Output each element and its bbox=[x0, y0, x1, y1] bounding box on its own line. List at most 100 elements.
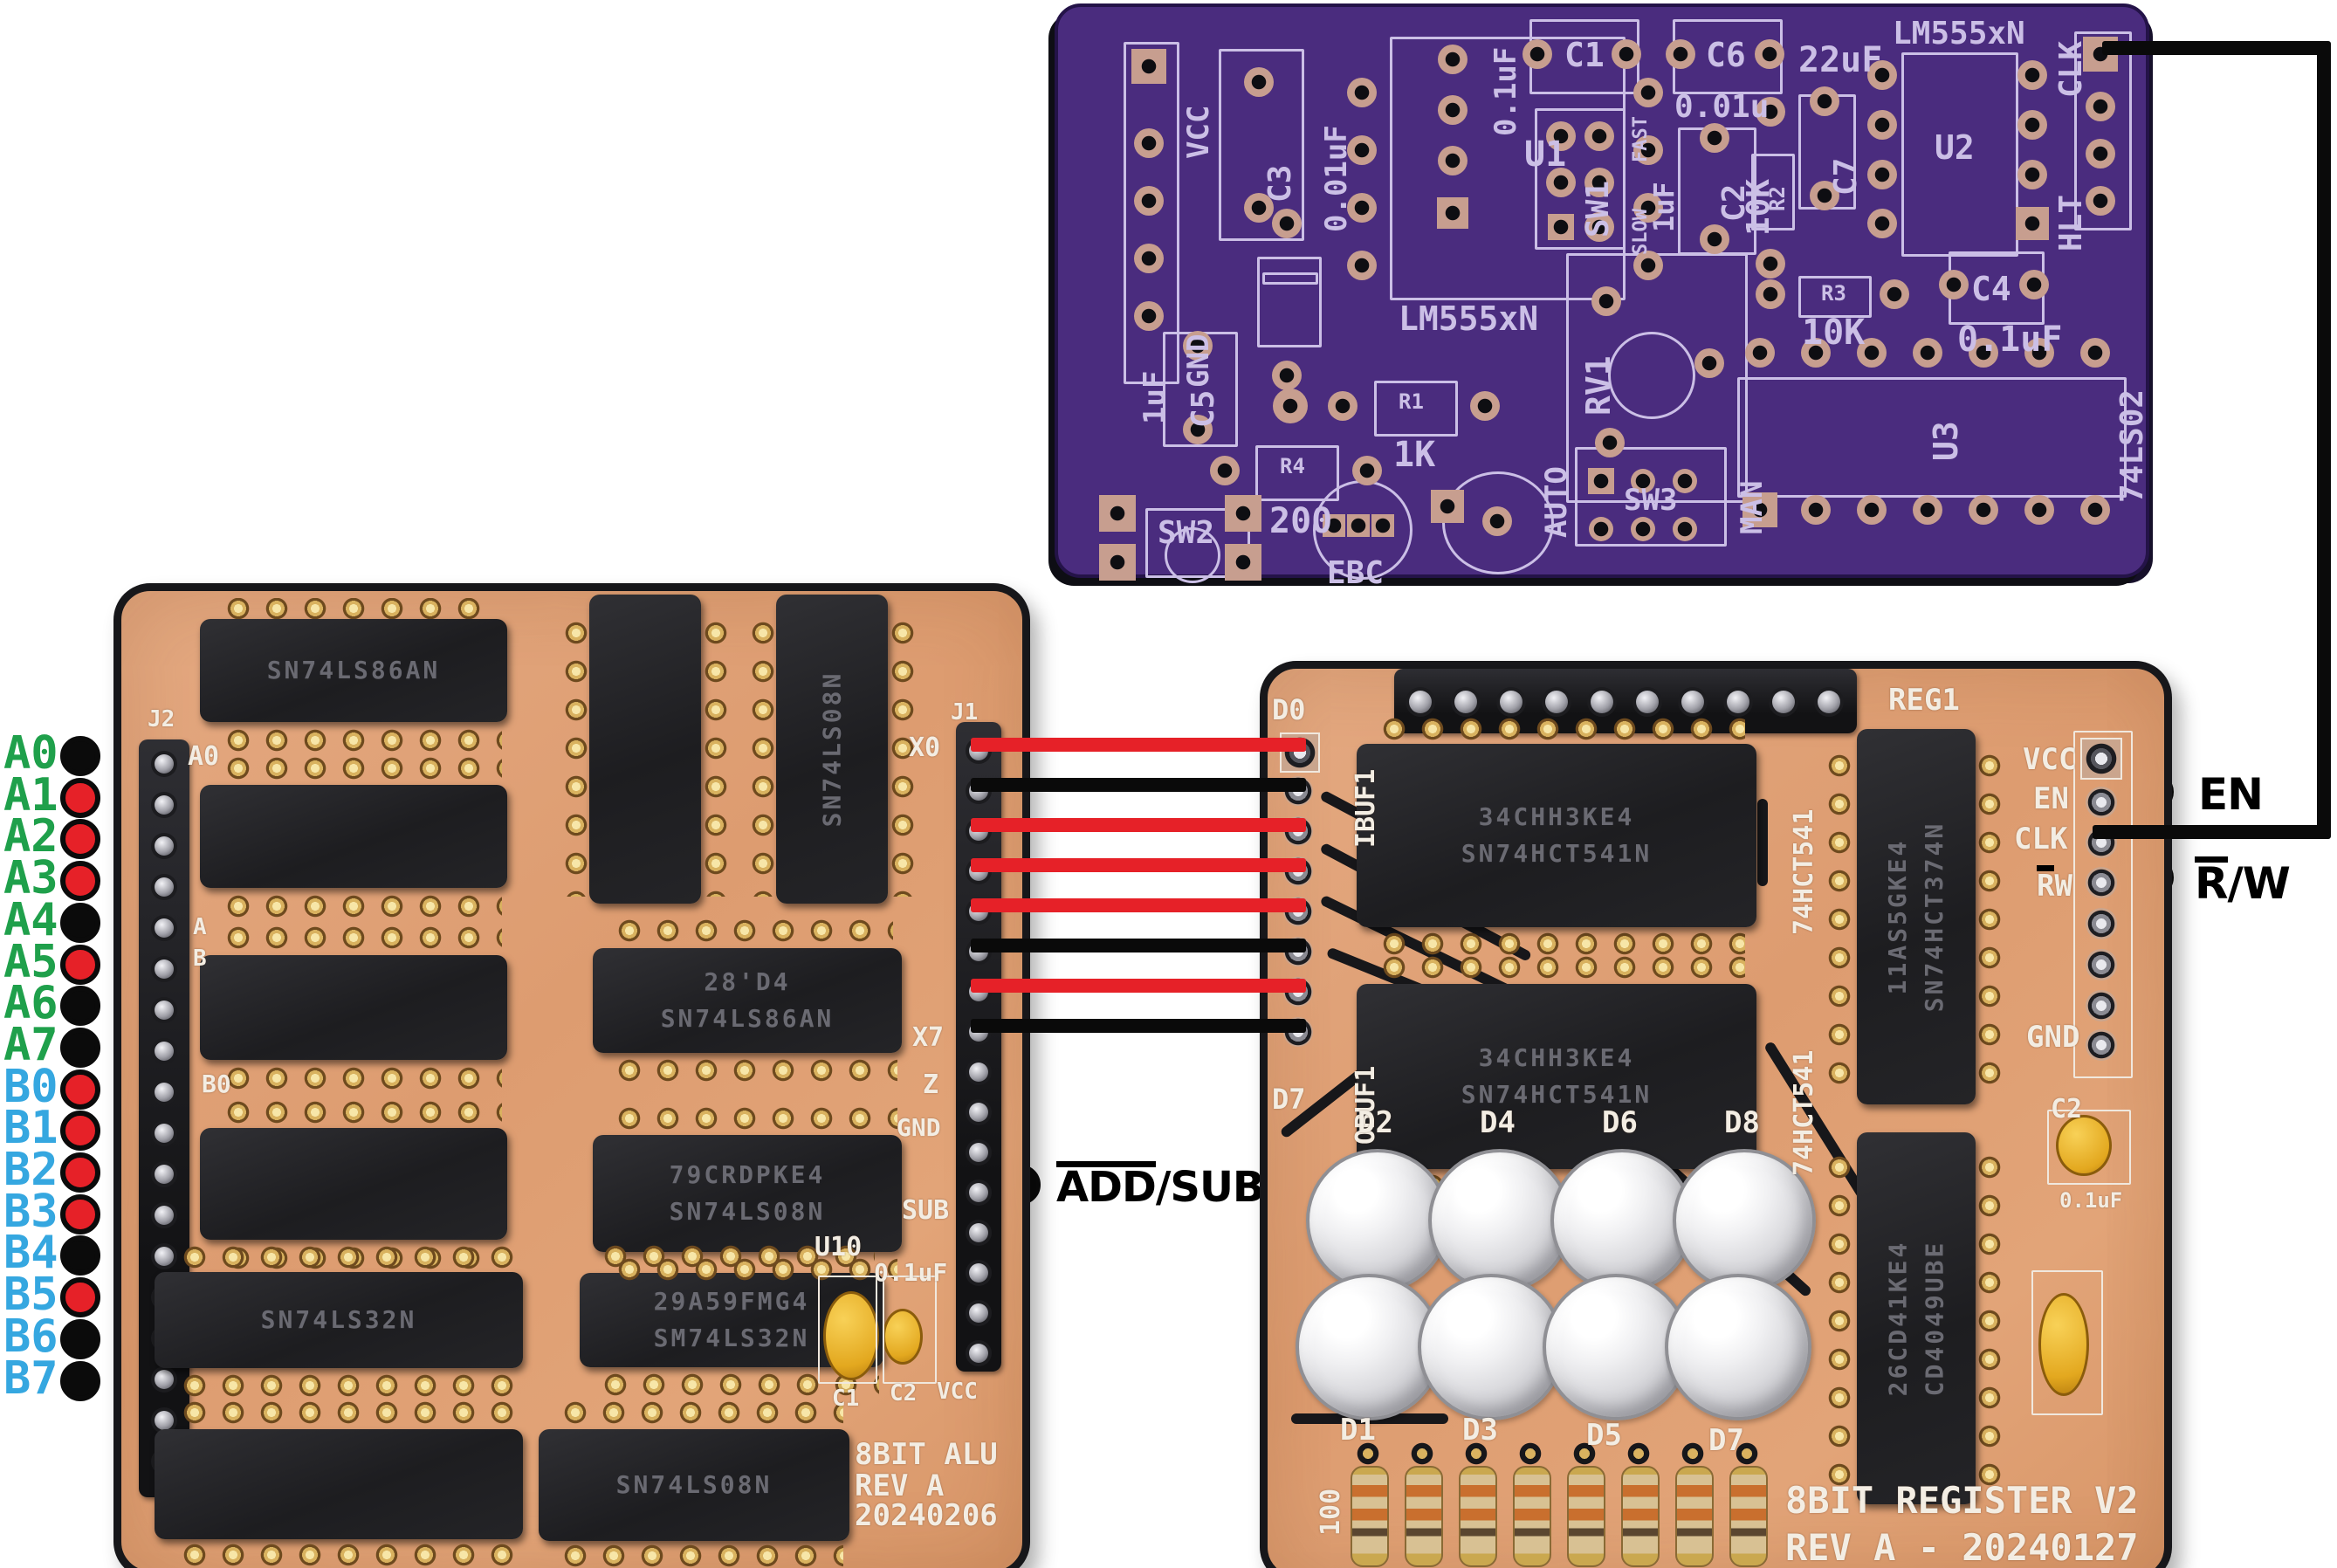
header-pin bbox=[1545, 691, 1568, 713]
header-pin bbox=[1454, 691, 1477, 713]
solder-pad bbox=[1742, 492, 1777, 527]
silkscreen-label: D3 bbox=[1462, 1413, 1498, 1448]
solder-pad bbox=[2024, 338, 2054, 368]
ic-chip bbox=[200, 1128, 507, 1240]
bus-wire-x5 bbox=[971, 939, 1306, 952]
gold-pad-row bbox=[1370, 956, 1745, 979]
solder-pad bbox=[1352, 456, 1382, 485]
gold-pad-row bbox=[1370, 718, 1745, 740]
input-state-dot-a7 bbox=[60, 1027, 100, 1068]
input-state-dot-a6 bbox=[60, 986, 100, 1027]
silk-rw: RW bbox=[2037, 865, 2072, 903]
solder-pad bbox=[2016, 207, 2049, 240]
silkscreen-label: A bbox=[193, 914, 207, 940]
silkscreen-label: C3 bbox=[1262, 164, 1298, 203]
solder-pad bbox=[2024, 495, 2054, 525]
pcb-trace bbox=[1757, 799, 1768, 886]
bus-wire-x6 bbox=[971, 979, 1306, 993]
solder-pad bbox=[2086, 908, 2117, 939]
ic-sn74ls08n-1: 79CRDPKE4 SN74LS08N bbox=[593, 1135, 902, 1252]
solder-pad bbox=[2086, 787, 2117, 818]
solder-pad bbox=[1517, 1441, 1543, 1467]
solder-pad bbox=[1273, 389, 1308, 423]
silkscreen-label: 1K bbox=[1393, 435, 1436, 475]
solder-pad bbox=[1134, 301, 1164, 331]
silkscreen-label: U2 bbox=[1935, 128, 1975, 167]
input-state-dot-b6 bbox=[60, 1318, 100, 1359]
ic-chip bbox=[200, 785, 507, 888]
solder-pad bbox=[1969, 495, 1998, 525]
capacitor bbox=[823, 1291, 879, 1380]
silkscreen-label: D6 bbox=[1602, 1105, 1638, 1140]
silkscreen-label: C5 bbox=[1186, 389, 1221, 428]
solder-pad bbox=[1323, 514, 1345, 537]
footprint-outline bbox=[2074, 31, 2132, 230]
header-pin bbox=[969, 1303, 988, 1323]
solder-pad bbox=[1225, 495, 1261, 532]
input-label-b6: B6 bbox=[3, 1310, 58, 1363]
silkscreen-label: SW2 bbox=[1158, 515, 1215, 551]
silkscreen-label: 0.01u bbox=[1674, 89, 1770, 125]
solder-pad bbox=[1328, 391, 1358, 421]
solder-pad bbox=[1272, 361, 1302, 390]
solder-pad bbox=[1355, 1441, 1381, 1467]
silkscreen-label: CLK bbox=[2014, 822, 2068, 856]
input-label-a6: A6 bbox=[3, 977, 58, 1030]
silkscreen-label: C2 bbox=[890, 1380, 918, 1406]
solder-pad bbox=[1591, 286, 1621, 316]
capacitor bbox=[2038, 1293, 2089, 1396]
solder-pad bbox=[1633, 193, 1663, 223]
solder-pad bbox=[1584, 168, 1614, 197]
solder-pad bbox=[1437, 197, 1468, 229]
silkscreen-label: U3 bbox=[1927, 421, 1965, 461]
bus-wire-x2 bbox=[971, 818, 1306, 832]
silkscreen-label: A0 bbox=[188, 741, 220, 772]
silkscreen-label: VCC bbox=[2023, 742, 2077, 777]
silkscreen-label: 100 bbox=[1316, 1488, 1346, 1536]
solder-pad bbox=[1801, 338, 1831, 368]
capacitor bbox=[883, 1309, 923, 1365]
solder-pad bbox=[1244, 193, 1274, 223]
solder-pad bbox=[1595, 428, 1625, 457]
silkscreen-label: 200 bbox=[1269, 501, 1333, 541]
solder-pad bbox=[2019, 270, 2049, 299]
solder-pad bbox=[1099, 495, 1136, 532]
silkscreen-label: CLK bbox=[2053, 40, 2089, 98]
solder-pad bbox=[1626, 1441, 1652, 1467]
footprint-outline bbox=[1374, 381, 1458, 437]
silkscreen-label: 1uF bbox=[1647, 182, 1681, 232]
input-label-b5: B5 bbox=[3, 1269, 58, 1322]
solder-pad bbox=[2017, 160, 2047, 189]
input-state-dot-b0 bbox=[60, 1069, 100, 1110]
gold-pad-row bbox=[170, 1401, 523, 1424]
bus-wire-x7 bbox=[971, 1019, 1306, 1033]
header-pin bbox=[1591, 691, 1613, 713]
solder-pad bbox=[2086, 92, 2115, 121]
ic-sn74ls86an-2: 28'D4 SN74LS86AN bbox=[593, 948, 902, 1053]
solder-pad bbox=[1347, 251, 1377, 280]
solder-pad bbox=[1867, 209, 1897, 238]
en-label: EN bbox=[2198, 769, 2264, 820]
silkscreen-label: FAST bbox=[1630, 116, 1652, 162]
silkscreen-label: 74HCT541 bbox=[1789, 808, 1819, 936]
solder-pad bbox=[1183, 331, 1213, 361]
resistor-100ohm bbox=[1567, 1466, 1605, 1567]
input-state-dot-b5 bbox=[60, 1277, 100, 1318]
input-state-dot-b7 bbox=[60, 1360, 100, 1401]
gold-pad-row bbox=[214, 1101, 502, 1124]
silkscreen-label: GND bbox=[2026, 1020, 2080, 1055]
resistor-100ohm bbox=[1675, 1466, 1714, 1567]
resistor-100ohm bbox=[1405, 1466, 1443, 1567]
solder-pad bbox=[1584, 212, 1614, 242]
header-pin bbox=[155, 754, 174, 774]
ic-sn74hct541n-1: 34CHH3KE4 SN74HCT541N bbox=[1357, 744, 1756, 927]
solder-pad bbox=[1548, 214, 1574, 240]
input-label-b0: B0 bbox=[3, 1060, 58, 1113]
solder-pad bbox=[1755, 39, 1784, 69]
input-label-a5: A5 bbox=[3, 935, 58, 988]
solder-pad bbox=[1867, 110, 1897, 140]
solder-pad bbox=[1210, 456, 1240, 485]
silkscreen-label: 0.1uF bbox=[1488, 46, 1523, 136]
solder-pad bbox=[1857, 495, 1887, 525]
